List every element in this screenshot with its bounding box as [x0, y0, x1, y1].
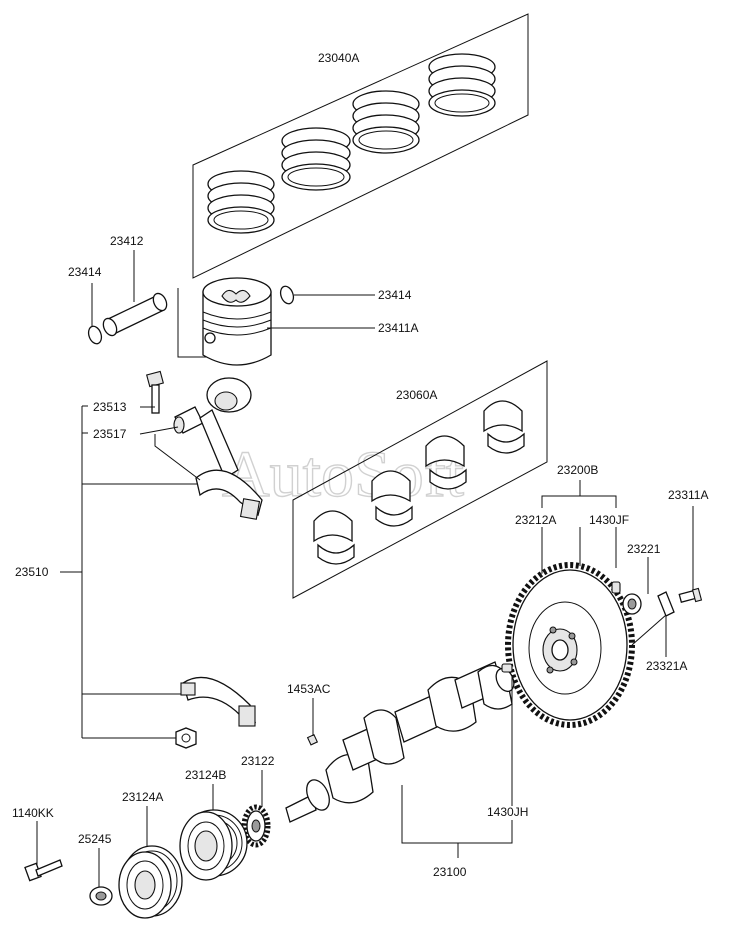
piston-pin-clip-right[interactable]	[278, 284, 295, 305]
label-23122[interactable]: 23122	[241, 754, 275, 768]
label-23510[interactable]: 23510	[15, 565, 49, 579]
bearing-shell-4[interactable]	[483, 400, 525, 454]
label-23212A[interactable]: 23212A	[515, 513, 556, 527]
bolt-1140KK[interactable]	[24, 859, 63, 882]
label-23411A[interactable]: 23411A	[378, 321, 418, 335]
washer-25245[interactable]	[89, 886, 113, 906]
label-23414-right[interactable]: 23414	[378, 288, 412, 302]
rod-cap-nut[interactable]	[175, 727, 197, 749]
rod-cap[interactable]	[180, 676, 257, 727]
label-23040A[interactable]: 23040A	[318, 51, 359, 65]
ring-set-4[interactable]	[428, 53, 496, 117]
label-1430JH[interactable]: 1430JH	[487, 805, 528, 819]
label-1430JF[interactable]: 1430JF	[589, 513, 629, 527]
label-23513[interactable]: 23513	[93, 400, 127, 414]
label-23412[interactable]: 23412	[110, 234, 144, 248]
key-1453AC[interactable]	[306, 733, 319, 746]
label-23414-left[interactable]: 23414	[68, 265, 102, 279]
bearing-shell-2[interactable]	[371, 470, 413, 527]
dowel-pin-1430JF[interactable]	[611, 581, 621, 594]
label-23100[interactable]: 23100	[433, 865, 467, 879]
piston-pin[interactable]	[101, 291, 169, 337]
label-23124B[interactable]: 23124B	[185, 768, 226, 782]
pulley-23124B[interactable]	[179, 809, 248, 881]
pilot-bushing-23221[interactable]	[622, 593, 642, 615]
label-23221[interactable]: 23221	[627, 542, 661, 556]
ring-set-3[interactable]	[352, 90, 420, 154]
flywheel[interactable]	[505, 562, 635, 728]
connecting-rod-bolt[interactable]	[146, 370, 164, 414]
pulley-23124A[interactable]	[118, 845, 183, 919]
label-23200B[interactable]: 23200B	[557, 463, 598, 477]
small-end-bushing[interactable]	[173, 406, 204, 434]
crankshaft-gear-23122[interactable]	[241, 804, 271, 848]
lock-plate-23321A[interactable]	[657, 591, 675, 617]
crankshaft[interactable]	[285, 661, 517, 823]
label-23321A[interactable]: 23321A	[646, 659, 687, 673]
piston-pin-clip-left[interactable]	[86, 324, 103, 345]
label-23060A[interactable]: 23060A	[396, 388, 437, 402]
ring-set-1[interactable]	[207, 170, 275, 234]
piston[interactable]	[202, 277, 272, 366]
label-1453AC[interactable]: 1453AC	[287, 682, 331, 696]
bearing-shell-1[interactable]	[313, 510, 355, 565]
flywheel-bolt-23311A[interactable]	[678, 587, 703, 603]
label-1140KK[interactable]: 1140KK	[12, 806, 54, 820]
bearing-shell-set-group	[292, 360, 548, 599]
piston-ring-set-group	[192, 13, 529, 279]
bearing-shell-3[interactable]	[425, 435, 467, 490]
label-23124A[interactable]: 23124A	[122, 790, 163, 804]
label-23311A[interactable]: 23311A	[668, 488, 708, 502]
label-25245[interactable]: 25245	[78, 832, 112, 846]
connecting-rod[interactable]	[195, 377, 263, 520]
label-23517[interactable]: 23517	[93, 427, 127, 441]
ring-set-2[interactable]	[281, 127, 351, 191]
